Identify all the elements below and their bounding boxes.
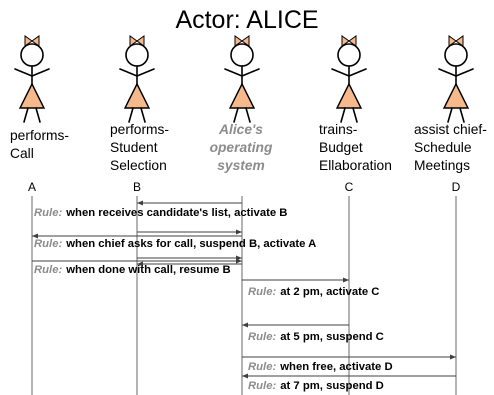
rule-label-2: Rule:when chief asks for call, suspend B… xyxy=(34,238,316,250)
rule-keyword-6: Rule: xyxy=(248,361,276,373)
actor-leg-left-icon xyxy=(23,107,29,123)
rule-text-3: when done with call, resume B xyxy=(65,264,230,276)
actor-arm-right-icon xyxy=(455,68,474,77)
actor-leg-right-icon xyxy=(352,107,358,123)
actor-figure-2 xyxy=(119,35,155,123)
actor-bow-icon xyxy=(234,35,250,47)
rule-text-5: at 5 pm, suspend C xyxy=(280,331,384,343)
rule-keyword-4: Rule: xyxy=(248,286,276,298)
diagram-title: Actor: ALICE xyxy=(175,6,318,34)
message-arrowhead-1 xyxy=(137,200,143,206)
lane-letter-b: B xyxy=(133,180,141,194)
actor-label-os-line3: system xyxy=(217,158,265,173)
lifelines xyxy=(31,196,457,395)
rule-text-2: when chief asks for call, suspend B, act… xyxy=(65,238,316,250)
rule-label-3: Rule:when done with call, resume B xyxy=(34,264,231,276)
actor-label-meetings-line3: Meetings xyxy=(414,158,470,173)
rule-text-7: at 7 pm, suspend D xyxy=(280,380,384,392)
rule-keyword-5: Rule: xyxy=(248,331,276,343)
actor-arm-right-icon xyxy=(136,68,155,77)
actor-leg-right-icon xyxy=(35,107,41,123)
actor-label-student-selection-line2: Student xyxy=(110,140,158,155)
lane-letters: A B C D xyxy=(28,180,461,194)
rule-text-6: when free, activate D xyxy=(279,361,392,373)
rule-keyword-2: Rule: xyxy=(34,238,62,250)
actor-label-budget-line2: Budget xyxy=(319,140,363,155)
message-arrowhead-3 xyxy=(236,258,242,264)
actor-figure-1 xyxy=(14,35,50,123)
actor-label-meetings-line2: Schedule xyxy=(414,140,472,155)
lane-letter-c: C xyxy=(345,180,354,194)
rule-text-1: when receives candidate's list, activate… xyxy=(65,207,287,219)
actor-dress-icon xyxy=(18,82,46,109)
lane-letter-a: A xyxy=(28,180,36,194)
message-arrowhead-3b xyxy=(137,261,143,267)
actor-arm-right-icon xyxy=(241,68,260,77)
actor-label-perform-call-line2: Call xyxy=(10,146,34,161)
actor-arm-left-icon xyxy=(224,68,243,77)
rule-label-6: Rule:when free, activate D xyxy=(248,361,393,373)
message-arrowhead-5 xyxy=(242,322,248,328)
actor-figure-4 xyxy=(331,35,367,123)
actor-arm-left-icon xyxy=(14,68,33,77)
rule-label-1: Rule:when receives candidate's list, act… xyxy=(34,207,287,219)
actor-leg-left-icon xyxy=(340,107,346,123)
actor-head-icon xyxy=(230,43,254,67)
rule-keyword-3: Rule: xyxy=(34,264,62,276)
actor-bow-icon xyxy=(24,35,40,47)
actor-head-icon xyxy=(125,43,149,67)
actor-head-icon xyxy=(20,43,44,67)
message-arrowhead-1b xyxy=(236,229,242,235)
message-arrowhead-6 xyxy=(450,354,456,360)
actor-dress-icon xyxy=(442,82,470,109)
messages xyxy=(32,200,456,379)
rule-keyword-1: Rule: xyxy=(34,207,62,219)
message-arrowhead-7 xyxy=(242,373,248,379)
actor-arm-right-icon xyxy=(31,68,50,77)
actor-arm-right-icon xyxy=(348,68,367,77)
actor-label-student-selection-line3: Selection xyxy=(110,158,167,173)
actor-label-student-selection-line1: performs- xyxy=(110,122,169,137)
actor-arm-left-icon xyxy=(331,68,350,77)
actor-bow-icon xyxy=(341,35,357,47)
actor-label-perform-call-line1: performs- xyxy=(10,128,69,143)
actor-leg-right-icon xyxy=(459,107,465,123)
actor-bow-icon xyxy=(129,35,145,47)
rule-label-7: Rule: at 7 pm, suspend D xyxy=(248,380,384,392)
actor-label-os-line1: Alice's xyxy=(218,122,263,137)
actor-leg-left-icon xyxy=(128,107,134,123)
actor-leg-right-icon xyxy=(245,107,251,123)
actor-label-budget-line1: trains- xyxy=(319,122,357,137)
actor-head-icon xyxy=(444,43,468,67)
rule-label-4: Rule: at 2 pm, activate C xyxy=(248,286,379,298)
actor-labels: performs- Call performs- Student Selecti… xyxy=(10,122,487,173)
actor-leg-left-icon xyxy=(233,107,239,123)
rule-text-4: at 2 pm, activate C xyxy=(280,286,379,298)
actor-bow-icon xyxy=(448,35,464,47)
rule-label-5: Rule: at 5 pm, suspend C xyxy=(248,331,384,343)
actor-figure-3 xyxy=(224,35,260,123)
message-arrowhead-4 xyxy=(343,277,349,283)
actor-figure-5 xyxy=(438,35,474,123)
actor-leg-left-icon xyxy=(447,107,453,123)
actors-group xyxy=(14,35,474,123)
actor-leg-right-icon xyxy=(140,107,146,123)
actor-dress-icon xyxy=(123,82,151,109)
actor-head-icon xyxy=(337,43,361,67)
actor-label-meetings-line1: assist chief- xyxy=(414,122,487,137)
actor-label-os-line2: operating xyxy=(210,140,273,155)
actor-label-budget-line3: Ellaboration xyxy=(319,158,392,173)
rule-keyword-7: Rule: xyxy=(248,380,276,392)
actor-arm-left-icon xyxy=(119,68,138,77)
actor-dress-icon xyxy=(335,82,363,109)
actor-dress-icon xyxy=(228,82,256,109)
rule-labels: Rule:when receives candidate's list, act… xyxy=(34,207,393,392)
lane-letter-d: D xyxy=(452,180,461,194)
actor-arm-left-icon xyxy=(438,68,457,77)
message-arrowhead-2 xyxy=(32,233,38,239)
